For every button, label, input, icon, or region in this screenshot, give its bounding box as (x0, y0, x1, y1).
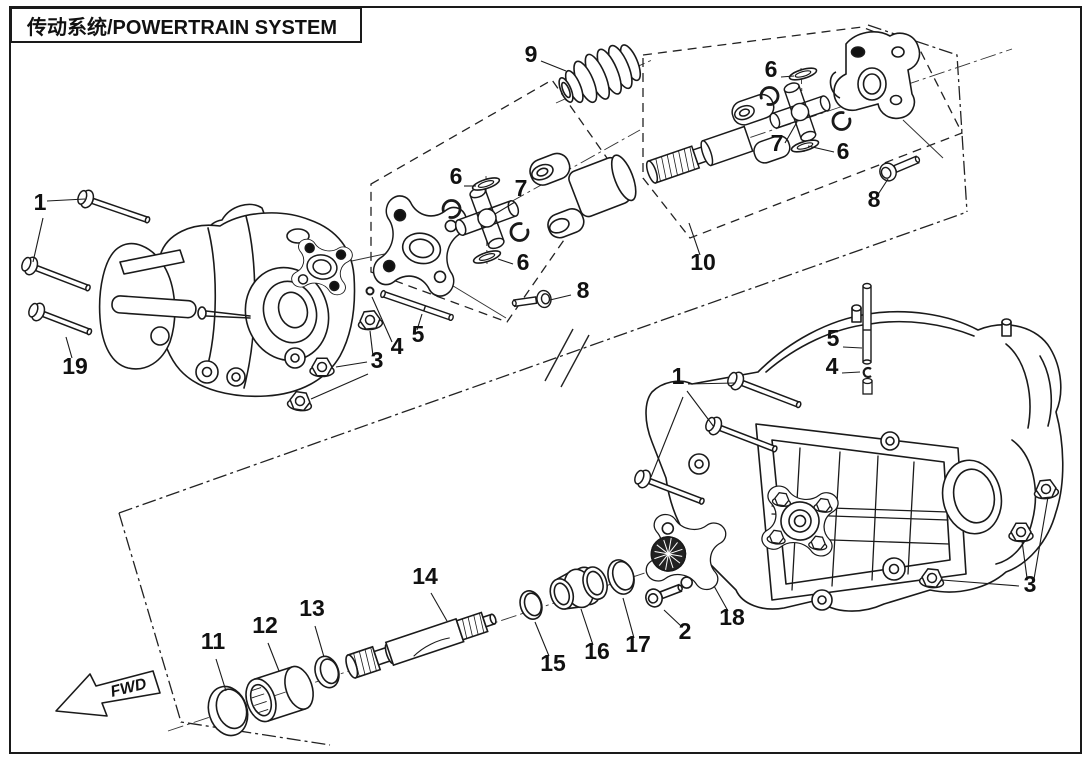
leader-line-6-mid-b (497, 258, 514, 265)
callout-11: 11 (201, 628, 226, 654)
front-small-parts (286, 286, 552, 413)
leader-line-3-front (310, 373, 369, 400)
leader-line-1-rear (687, 382, 736, 385)
leader-line-15 (534, 621, 550, 657)
leader-line-14 (430, 592, 448, 622)
front-gearbox-bolts (21, 189, 151, 336)
leader-line-1-rear (686, 390, 715, 428)
leader-line-3-front (335, 361, 368, 368)
callout-10: 10 (690, 249, 716, 275)
leader-line-8-rear (876, 178, 889, 197)
callout-3-rear: 3 (1024, 571, 1037, 597)
leader-line-5-rear (842, 346, 863, 349)
callout-1-rear: 1 (672, 363, 685, 389)
callout-5-front: 5 (412, 321, 425, 347)
callout-7-mid: 7 (515, 175, 528, 201)
callout-7-rear: 7 (771, 130, 784, 156)
callout-15: 15 (540, 650, 566, 676)
front-gearbox-flange (289, 237, 355, 297)
leader-line-6-rear-a (780, 75, 795, 78)
leader-line-4-front (371, 296, 393, 343)
mid-yoke (529, 152, 637, 239)
fwd-arrow: FWD (55, 670, 161, 717)
leader-line-6-rear-b (807, 145, 835, 153)
callout-5-rear: 5 (827, 325, 840, 351)
leader-line-17 (622, 597, 635, 639)
boot-drawing (558, 44, 642, 104)
leader-line-19 (65, 336, 73, 359)
callout-6-rear-a: 6 (765, 56, 778, 82)
mid-ujoint-flange (370, 192, 470, 300)
leader-line-2 (663, 609, 682, 627)
leader-line-7-rear (784, 121, 798, 144)
break-mark (544, 328, 590, 388)
callout-8-mid: 8 (577, 277, 590, 303)
callout-3-front: 3 (371, 347, 384, 373)
leader-line-1-front (46, 198, 86, 202)
leader-line-11 (215, 658, 227, 692)
leader-line-16 (580, 608, 594, 646)
leader-line-3-rear (941, 579, 1020, 587)
callout-4-front: 4 (391, 333, 404, 359)
callout-14: 14 (412, 563, 438, 589)
propshaft-yoke-shaft (645, 125, 754, 184)
callout-1-front: 1 (34, 189, 47, 215)
callout-6-mid-a: 6 (450, 163, 463, 189)
leader-line-8-mid (549, 294, 572, 301)
output-shaft-group (207, 512, 729, 737)
propshaft-spider (769, 82, 831, 142)
leader-line-5-front (416, 313, 423, 331)
front-gearbox-drawing (98, 203, 356, 398)
callout-9: 9 (525, 41, 538, 67)
propshaft-bolt-8 (879, 155, 921, 182)
leader-line-3-rear (1033, 496, 1049, 580)
leader-line-12 (267, 642, 280, 672)
leader-line-18 (713, 585, 729, 612)
callout-4-rear: 4 (826, 353, 839, 379)
leader-line-3-rear (1021, 540, 1028, 579)
rear-small-parts (634, 282, 1060, 590)
leader-line-4-rear (841, 371, 861, 374)
callout-13: 13 (299, 595, 325, 621)
leader-line-1-rear (650, 396, 684, 478)
rear-gearbox-flange (759, 483, 841, 559)
callout-19: 19 (62, 353, 88, 379)
title-box: 传动系统/POWERTRAIN SYSTEM (10, 7, 362, 43)
page-title: 传动系统/POWERTRAIN SYSTEM (27, 16, 338, 39)
callout-17: 17 (625, 631, 651, 657)
callout-8-rear: 8 (868, 186, 881, 212)
leader-line-7-mid (494, 201, 516, 215)
callout-18: 18 (719, 604, 745, 630)
leader-line-13 (314, 625, 325, 658)
callout-12: 12 (252, 612, 278, 638)
leader-line-9 (540, 60, 567, 72)
leader-line-3-front (369, 330, 374, 357)
page-border (9, 6, 1082, 754)
leader-line-1-front (32, 217, 44, 263)
propshaft-flange-yoke (829, 31, 921, 120)
callout-16: 16 (584, 638, 610, 664)
callout-6-rear-b: 6 (837, 138, 850, 164)
callout-2: 2 (679, 618, 692, 644)
callout-6-mid-b: 6 (517, 249, 530, 275)
leader-line-10 (688, 222, 701, 256)
